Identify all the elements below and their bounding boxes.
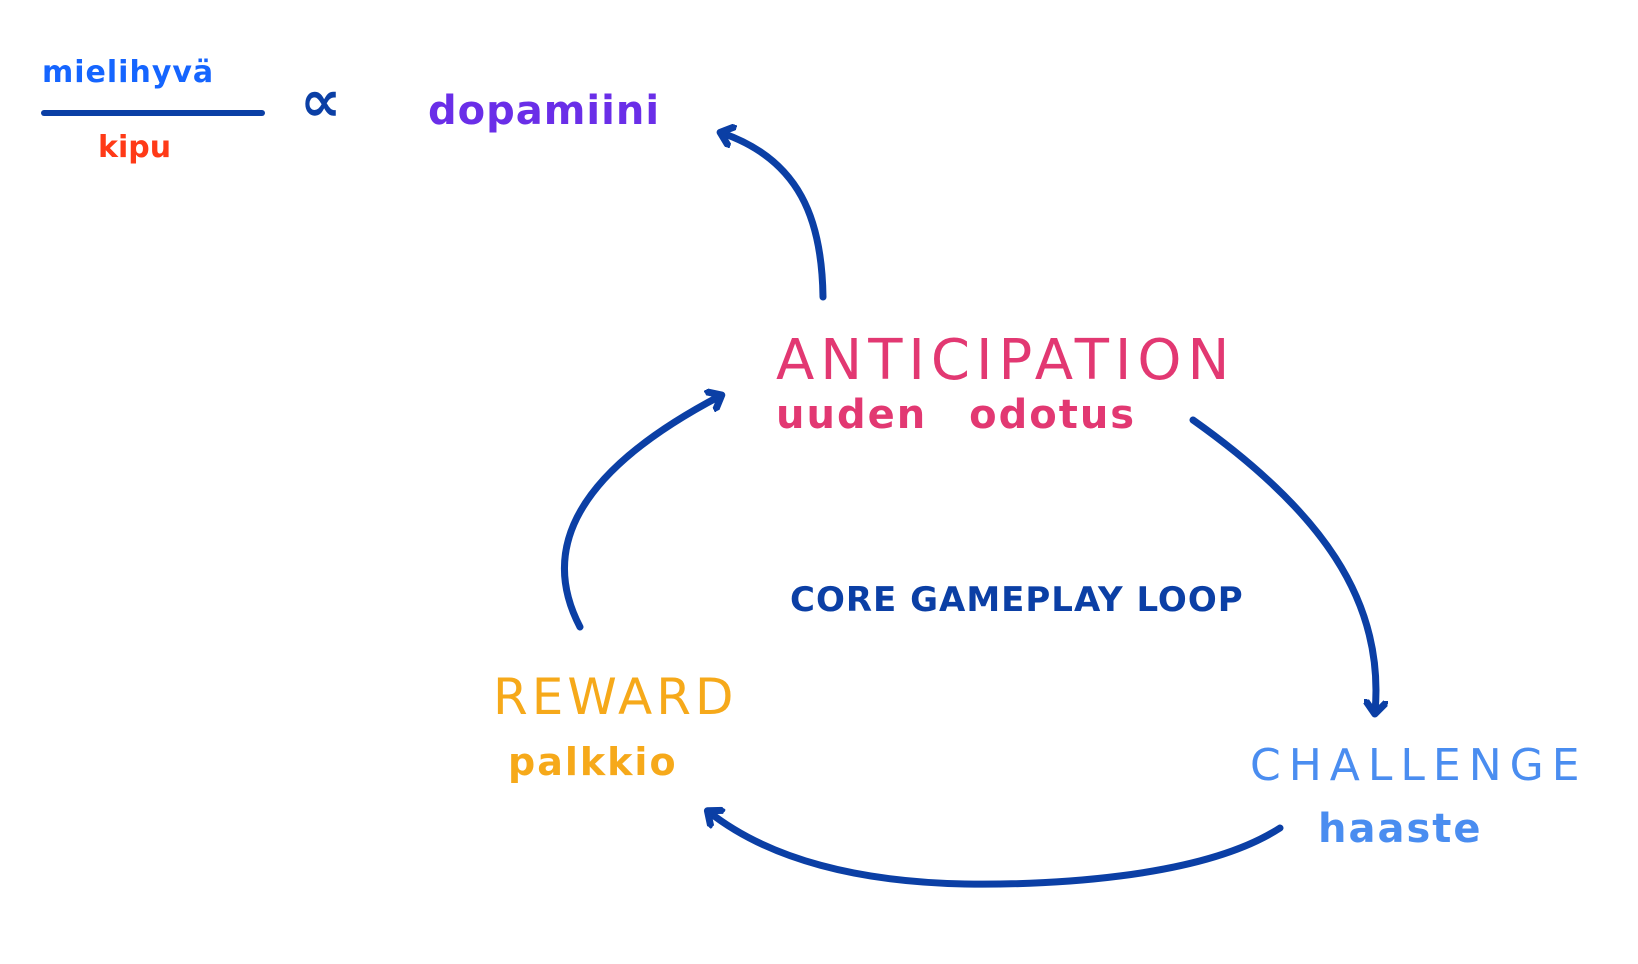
core-loop-title: CORE GAMEPLAY LOOP bbox=[790, 580, 1244, 620]
reward-title: REWARD bbox=[493, 668, 738, 726]
arrow-reward-to-anticipation bbox=[560, 396, 720, 631]
dopamine-label: dopamiini bbox=[428, 88, 661, 134]
fraction-numerator: mielihyvä bbox=[42, 55, 215, 90]
fraction-denominator: kipu bbox=[98, 130, 172, 165]
arrow-anticipation-to-challenge bbox=[1189, 416, 1376, 712]
proportional-to-symbol: ∝ bbox=[300, 67, 342, 135]
arrow-challenge-to-reward bbox=[709, 812, 1284, 888]
anticipation-subtitle: uuden odotus bbox=[776, 392, 1137, 438]
anticipation-title: ANTICIPATION bbox=[776, 328, 1236, 393]
challenge-subtitle: haaste bbox=[1318, 806, 1483, 852]
arrow-anticipation-to-dopamine bbox=[722, 133, 827, 301]
reward-subtitle: palkkio bbox=[508, 740, 678, 784]
challenge-title: CHALLENGE bbox=[1250, 740, 1588, 791]
